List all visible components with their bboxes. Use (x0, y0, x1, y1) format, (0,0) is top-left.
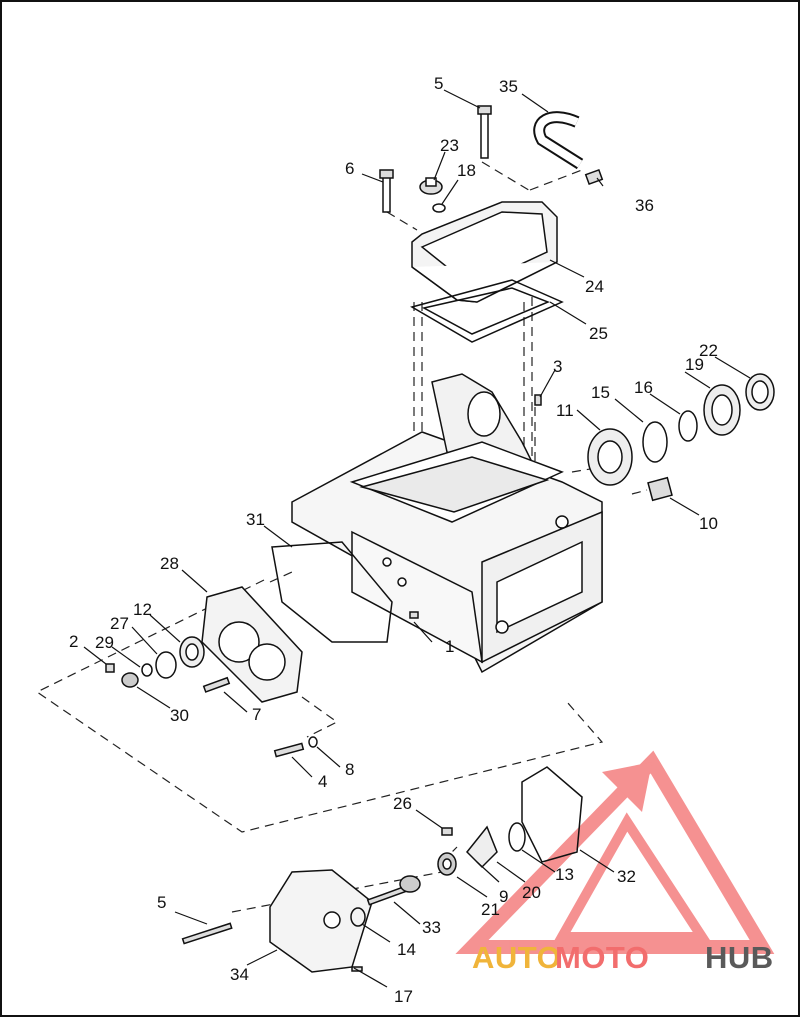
label-26: 26 (393, 794, 412, 813)
label-25: 25 (589, 324, 608, 343)
transmission-housing (291, 373, 603, 674)
label-24: 24 (585, 277, 604, 296)
label-16: 16 (634, 378, 653, 397)
left-cover-assembly (105, 541, 419, 758)
label-15: 15 (591, 383, 610, 402)
label-14: 14 (397, 940, 416, 959)
label-34: 34 (230, 965, 249, 984)
label-8: 8 (345, 760, 354, 779)
watermark-moto: MOTO (555, 940, 649, 975)
label-12: 12 (133, 600, 152, 619)
label-4: 4 (318, 772, 327, 791)
label-6: 6 (345, 159, 354, 178)
watermark-text: AUTO MOTO HUB (472, 940, 774, 975)
label-27: 27 (110, 614, 129, 633)
label-33: 33 (422, 918, 441, 937)
top-cover-assembly (379, 105, 604, 343)
part-labels: 1 2 3 4 5 5 6 7 8 9 10 11 12 13 14 15 16… (69, 74, 718, 1006)
lower-cover-assembly (181, 766, 583, 973)
label-23: 23 (440, 136, 459, 155)
label-22: 22 (699, 341, 718, 360)
watermark-auto: AUTO (472, 940, 561, 975)
bolt-6 (382, 173, 391, 213)
label-7: 7 (252, 705, 261, 724)
label-19: 19 (685, 355, 704, 374)
label-2: 2 (69, 632, 78, 651)
label-17: 17 (394, 987, 413, 1006)
label-18: 18 (457, 161, 476, 180)
label-5-top: 5 (434, 74, 443, 93)
right-bearing-stack (534, 373, 775, 502)
label-13: 13 (555, 865, 574, 884)
watermark-logo (455, 750, 775, 954)
bolt-5-top (480, 109, 489, 159)
leader-lines (83, 89, 751, 988)
label-35: 35 (499, 77, 518, 96)
label-29: 29 (95, 633, 114, 652)
label-31: 31 (246, 510, 265, 529)
label-30: 30 (170, 706, 189, 725)
label-28: 28 (160, 554, 179, 573)
label-36: 36 (635, 196, 654, 215)
label-9: 9 (499, 887, 508, 906)
label-20: 20 (522, 883, 541, 902)
label-21: 21 (481, 900, 500, 919)
label-32: 32 (617, 867, 636, 886)
label-11: 11 (556, 401, 574, 420)
label-1: 1 (445, 637, 454, 656)
label-3: 3 (553, 357, 562, 376)
watermark-hub: HUB (705, 940, 774, 975)
label-5-bottom: 5 (157, 893, 166, 912)
label-10: 10 (699, 514, 718, 533)
